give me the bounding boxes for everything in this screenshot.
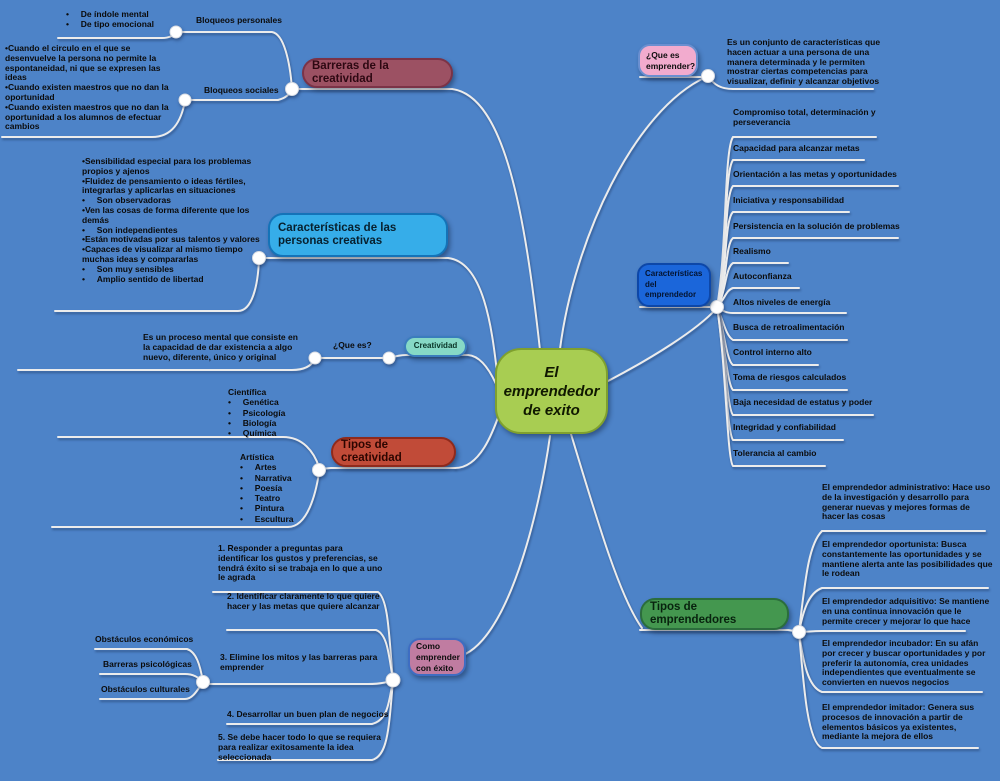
junction-dot[interactable] <box>701 69 715 83</box>
topic-emprendedor-administrativo[interactable]: El emprendedor administrativo: Hace uso … <box>822 482 991 522</box>
topic-bloqueos-personales[interactable]: Bloqueos personales <box>196 15 282 25</box>
topic-creatividad-artistica[interactable]: Artística • Artes • Narrativa • Poesía •… <box>240 452 294 524</box>
node-que-es-emprender[interactable]: ¿Que es emprender? <box>638 44 698 77</box>
topic-obstaculos-economicos[interactable]: Obstáculos económicos <box>95 634 194 644</box>
junction-dot[interactable] <box>196 675 210 689</box>
topic-bloqueos-personales-items[interactable]: • De índole mental • De tipo emocional <box>66 9 154 29</box>
node-personas-creativas[interactable]: Características de las personas creativa… <box>268 213 448 257</box>
topic-barreras-psicologicas[interactable]: Barreras psicológicas <box>103 659 192 669</box>
topic-caracteristica[interactable]: Orientación a las metas y oportunidades <box>733 169 897 179</box>
topic-paso-4[interactable]: 4. Desarrollar un buen plan de negocios <box>227 709 389 719</box>
topic-obstaculos-culturales[interactable]: Obstáculos culturales <box>101 684 190 694</box>
topic-caracteristica[interactable]: Baja necesidad de estatus y poder <box>733 397 873 407</box>
junction-dot[interactable] <box>178 93 192 107</box>
junction-dot[interactable] <box>710 300 724 314</box>
node-como-emprender[interactable]: Como emprender con éxito <box>408 638 466 676</box>
topic-emprender-definicion[interactable]: Es un conjunto de características que ha… <box>727 37 881 87</box>
topic-caracteristica[interactable]: Iniciativa y responsabilidad <box>733 195 845 205</box>
topic-bloqueos-sociales[interactable]: Bloqueos sociales <box>204 85 279 95</box>
topic-paso-1[interactable]: 1. Responder a preguntas para identifica… <box>218 543 383 583</box>
junction-dot[interactable] <box>792 625 806 639</box>
topic-caracteristica[interactable]: Integridad y confiabilidad <box>733 422 836 432</box>
node-central-emprendedor[interactable]: El emprendedor de exito <box>495 348 608 434</box>
junction-dot[interactable] <box>169 25 183 39</box>
topic-caracteristica[interactable]: Toma de riesgos calculados <box>733 372 847 382</box>
topic-emprendedor-incubador[interactable]: El emprendedor incubador: En su afán por… <box>822 638 986 688</box>
topic-caracteristica[interactable]: Compromiso total, determinación y persev… <box>733 107 876 127</box>
topic-personas-creativas-text[interactable]: •Sensibilidad especial para los problema… <box>82 156 260 284</box>
topic-caracteristica[interactable]: Realismo <box>733 246 771 256</box>
node-tipos-creatividad[interactable]: Tipos de creatividad <box>331 437 456 467</box>
node-barreras-creatividad[interactable]: Barreras de la creatividad <box>302 58 453 88</box>
node-caracteristicas-emprendedor[interactable]: Características del emprendedor <box>637 263 711 307</box>
node-tipos-emprendedores[interactable]: Tipos de emprendedores <box>640 598 789 630</box>
topic-caracteristica[interactable]: Persistencia en la solución de problemas <box>733 221 900 231</box>
junction-dot[interactable] <box>285 82 299 96</box>
topic-bloqueos-sociales-text[interactable]: •Cuando el circulo en el que se desenvue… <box>5 43 169 132</box>
topic-caracteristica[interactable]: Autoconfianza <box>733 271 792 281</box>
topic-caracteristica[interactable]: Tolerancia al cambio <box>733 448 817 458</box>
junction-dot[interactable] <box>308 351 322 365</box>
topic-caracteristica[interactable]: Control interno alto <box>733 347 812 357</box>
topic-que-es[interactable]: ¿Que es? <box>333 340 372 350</box>
junction-dot[interactable] <box>385 672 401 688</box>
topic-paso-5[interactable]: 5. Se debe hacer todo lo que se requiera… <box>218 732 381 762</box>
node-creatividad[interactable]: Creatividad <box>404 336 467 357</box>
topic-paso-3[interactable]: 3. Elimine los mitos y las barreras para… <box>220 652 378 672</box>
topic-emprendedor-imitador[interactable]: El emprendedor imitador: Genera sus proc… <box>822 702 975 742</box>
topic-emprendedor-oportunista[interactable]: El emprendedor oportunista: Busca consta… <box>822 539 993 579</box>
topic-paso-2[interactable]: 2. Identificar claramente lo que quiere … <box>227 591 380 611</box>
junction-dot[interactable] <box>252 251 266 265</box>
topic-creatividad-definicion[interactable]: Es un proceso mental que consiste en la … <box>143 332 298 362</box>
topic-caracteristica[interactable]: Busca de retroalimentación <box>733 322 845 332</box>
junction-dot[interactable] <box>382 351 396 365</box>
topic-caracteristica[interactable]: Capacidad para alcanzar metas <box>733 143 860 153</box>
topic-caracteristica[interactable]: Altos niveles de energía <box>733 297 831 307</box>
junction-dots <box>169 25 806 689</box>
topic-creatividad-cientifica[interactable]: Científica • Genética • Psicología • Bio… <box>228 387 286 439</box>
junction-dot[interactable] <box>312 463 326 477</box>
topic-emprendedor-adquisitivo[interactable]: El emprendedor adquisitivo: Se mantiene … <box>822 596 990 626</box>
